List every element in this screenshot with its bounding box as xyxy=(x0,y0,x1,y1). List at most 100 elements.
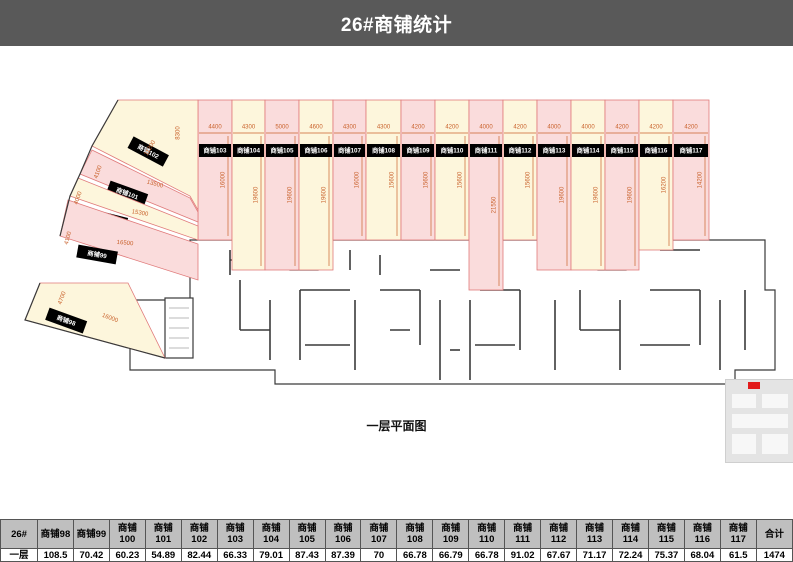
shop-label-bg xyxy=(334,144,365,157)
table-cell: 68.04 xyxy=(683,548,721,562)
shop-depth-label: 19600 xyxy=(288,186,294,203)
table-cell: 66.78 xyxy=(468,548,506,562)
shop-width-label: 4400 xyxy=(208,125,222,131)
table-header-cell: 商铺 117 xyxy=(719,519,757,549)
shop-depth-label: 16000 xyxy=(355,171,361,188)
shop-width-label: 4600 xyxy=(309,125,323,131)
shop-label: 商铺111 xyxy=(475,146,498,155)
table-cell: 66.33 xyxy=(216,548,254,562)
shop-label: 商铺103 xyxy=(203,146,227,155)
table-header-cell: 商铺 115 xyxy=(647,519,685,549)
shop-dimension-label: 16000 xyxy=(101,313,119,325)
shop-depth-label: 16200 xyxy=(662,176,668,193)
location-marker xyxy=(748,382,760,389)
shop-label: 商铺106 xyxy=(304,146,328,155)
shop-width-label: 4200 xyxy=(411,125,425,131)
shop-width-label: 4200 xyxy=(513,125,527,131)
shop-商铺111 xyxy=(468,99,504,291)
site-key-plan xyxy=(725,379,793,463)
shop-label: 商铺115 xyxy=(611,146,634,155)
shop-商铺103 xyxy=(197,99,233,241)
shop-dimension-label: 16500 xyxy=(116,240,134,247)
shop-dimension-label: 13500 xyxy=(146,180,164,190)
page-header: 26#商铺统计 xyxy=(0,0,793,46)
shop-depth-label: 19600 xyxy=(628,186,634,203)
shop-width-label: 4200 xyxy=(649,125,663,131)
shop-width-label: 4000 xyxy=(581,125,595,131)
shop-label-bg xyxy=(402,144,434,157)
table-header-cell: 商铺 111 xyxy=(504,519,542,549)
table-cell: 70 xyxy=(360,548,398,562)
table-header-cell: 商铺 114 xyxy=(612,519,649,549)
table-header-cell: 商铺99 xyxy=(72,519,110,549)
shop-label: 商铺117 xyxy=(680,146,703,155)
table-cell: 75.37 xyxy=(647,548,685,562)
shop-depth-label: 19600 xyxy=(254,186,260,203)
table-header-cell: 商铺 108 xyxy=(396,519,434,549)
shop-width-label: 4000 xyxy=(547,125,561,131)
shop-label-group: 商铺99 xyxy=(76,244,118,265)
shop-depth-label: 19600 xyxy=(322,186,328,203)
shop-width-label: 4000 xyxy=(479,125,493,131)
table-header-cell: 商铺 116 xyxy=(683,519,721,549)
table-cell: 108.5 xyxy=(37,548,74,562)
shop-label-bg xyxy=(106,180,149,207)
shop-label-bg xyxy=(572,144,604,157)
shop-label: 商铺105 xyxy=(270,146,294,155)
table-header-cell: 商铺 106 xyxy=(324,519,362,549)
shop-商铺107 xyxy=(332,99,367,241)
shop-商铺115 xyxy=(604,99,640,271)
shop-width-label: 4200 xyxy=(445,125,459,131)
wing-outer-wall xyxy=(24,99,166,359)
shop-dimension-label: 4000 xyxy=(73,190,83,205)
plan-group: 商铺102商铺101商铺100商铺99商铺98 xyxy=(24,99,776,385)
shop-label-group: 商铺98 xyxy=(45,307,88,334)
shop-label-bg xyxy=(538,144,570,157)
shop-width-label: 5000 xyxy=(275,125,289,131)
table-cell: 79.01 xyxy=(252,548,290,562)
table-header-cell: 商铺98 xyxy=(37,519,74,549)
shop-dimension-label: 4100 xyxy=(64,230,73,245)
shop-label: 商铺107 xyxy=(338,146,362,155)
table-cell: 82.44 xyxy=(180,548,218,562)
shop-width-label: 4300 xyxy=(377,125,391,131)
shop-depth-label: 21550 xyxy=(492,196,498,213)
shop-dimension-label: 8300 xyxy=(176,126,182,140)
table-header-cell: 商铺 109 xyxy=(432,519,470,549)
shop-label-bg xyxy=(76,244,118,265)
table-cell: 67.67 xyxy=(540,548,578,562)
shop-label: 商铺114 xyxy=(577,146,600,155)
page-title: 26#商铺统计 xyxy=(340,14,453,36)
shop-depth-label: 19600 xyxy=(560,186,566,203)
shop-商铺109 xyxy=(400,99,436,241)
shop-label: 商铺109 xyxy=(406,146,430,155)
shop-width-label: 4200 xyxy=(684,125,698,131)
table-cell: 87.43 xyxy=(288,548,326,562)
shop-label: 商铺116 xyxy=(645,146,668,155)
shop-depth-label: 15600 xyxy=(424,171,430,188)
shop-商铺108 xyxy=(365,99,402,241)
shop-dimension-label: 4700 xyxy=(57,290,67,305)
building-outline xyxy=(129,239,776,385)
table-cell: 60.23 xyxy=(108,548,146,562)
shop-width-label: 4200 xyxy=(615,125,629,131)
shop-width-label: 4300 xyxy=(242,125,256,131)
table-cell: 71.17 xyxy=(576,548,613,562)
table-cell: 91.02 xyxy=(504,548,542,562)
table-cell: 87.39 xyxy=(324,548,362,562)
table-header-cell: 商铺 101 xyxy=(144,519,182,549)
shop-label: 商铺110 xyxy=(441,146,464,155)
shop-label: 商铺108 xyxy=(372,146,396,155)
table-header-cell: 商铺 102 xyxy=(180,519,218,549)
shop-label-bg xyxy=(504,144,536,157)
table-cell: 66.78 xyxy=(396,548,434,562)
shop-depth-label: 15600 xyxy=(458,171,464,188)
shop-dimension-label: 4100 xyxy=(93,164,103,179)
shop-label-bg xyxy=(45,307,88,334)
floor-plan: 商铺102商铺101商铺100商铺99商铺98440016000商铺103430… xyxy=(24,99,776,385)
shop-label-bg xyxy=(127,136,169,167)
table-header-cell: 商铺 104 xyxy=(252,519,290,549)
shop-label: 商铺104 xyxy=(237,146,261,155)
